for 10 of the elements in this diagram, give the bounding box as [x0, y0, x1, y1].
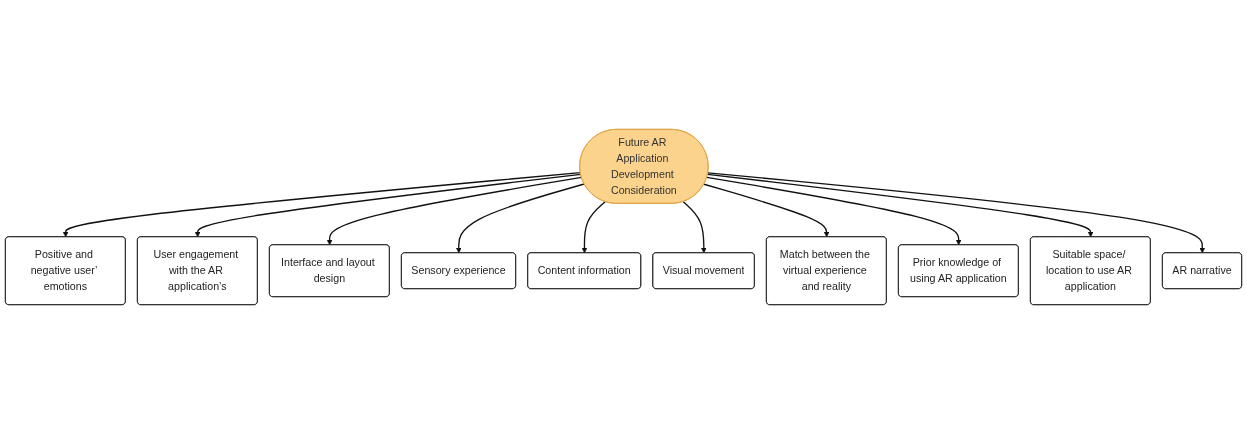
arrow: [682, 201, 707, 254]
arrow: [707, 172, 1206, 254]
arrow: [706, 176, 962, 246]
arrow: [581, 201, 606, 254]
arrow: [455, 183, 585, 254]
arrow: [62, 171, 582, 238]
arrow: [194, 173, 582, 238]
arrow: [706, 173, 1094, 238]
arrow: [703, 183, 830, 238]
arrow: [326, 176, 583, 246]
